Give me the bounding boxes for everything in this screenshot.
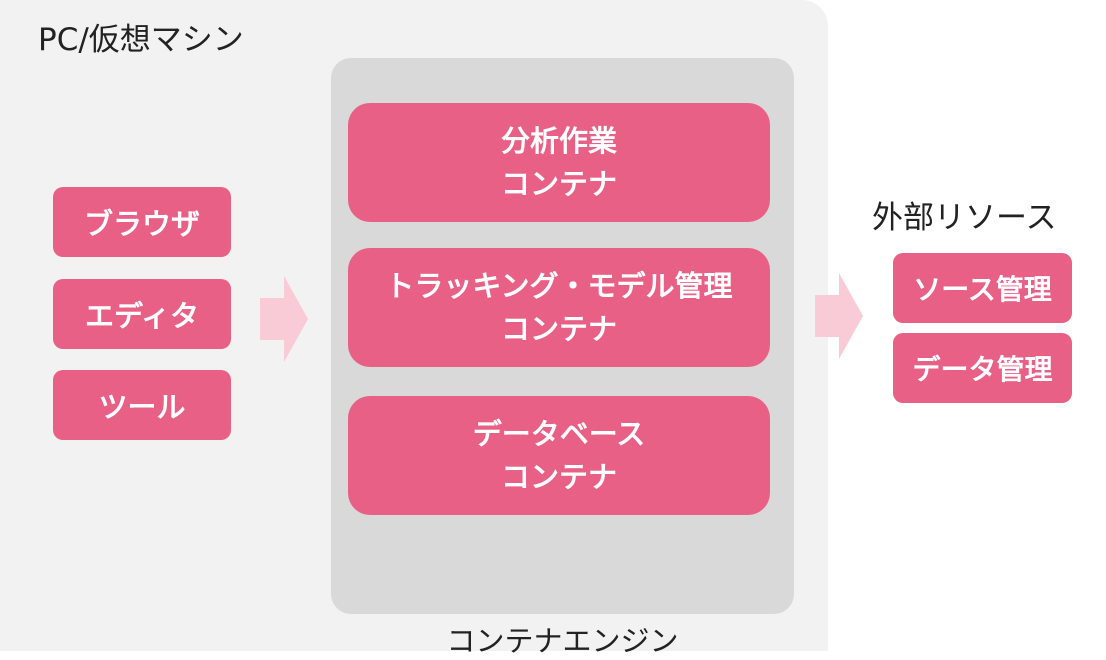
analysis-container-line1: 分析作業 <box>500 123 617 158</box>
database-container-box: データベース コンテナ <box>348 396 770 515</box>
tracking-container-box: トラッキング・モデル管理 コンテナ <box>348 248 770 367</box>
container-engine-label: コンテナエンジン <box>446 624 679 658</box>
data-management-label: データ管理 <box>912 353 1053 386</box>
source-management-box: ソース管理 <box>893 253 1072 323</box>
tools-box: ツール <box>53 370 231 440</box>
arrow-right-icon <box>815 273 863 359</box>
tracking-container-line1: トラッキング・モデル管理 <box>385 268 733 303</box>
editor-box: エディタ <box>53 279 231 349</box>
source-management-label: ソース管理 <box>913 273 1052 306</box>
tools-label: ツール <box>98 390 186 424</box>
arrow-right-icon <box>260 276 308 362</box>
database-container-line2: コンテナ <box>500 459 617 494</box>
database-container-line1: データベース <box>472 416 646 451</box>
pc-vm-title: PC/仮想マシン <box>38 22 244 58</box>
browser-label: ブラウザ <box>83 207 200 241</box>
editor-label: エディタ <box>85 299 199 333</box>
analysis-container-line2: コンテナ <box>500 166 617 201</box>
browser-box: ブラウザ <box>53 187 231 257</box>
external-resources-title: 外部リソース <box>872 200 1057 236</box>
analysis-container-box: 分析作業 コンテナ <box>348 103 770 222</box>
data-management-box: データ管理 <box>893 333 1072 403</box>
pc-vm-panel: PC/仮想マシン ブラウザ エディタ ツール コンテナエンジン 分析作業 コンテ… <box>0 0 828 658</box>
tracking-container-line2: コンテナ <box>500 311 617 346</box>
